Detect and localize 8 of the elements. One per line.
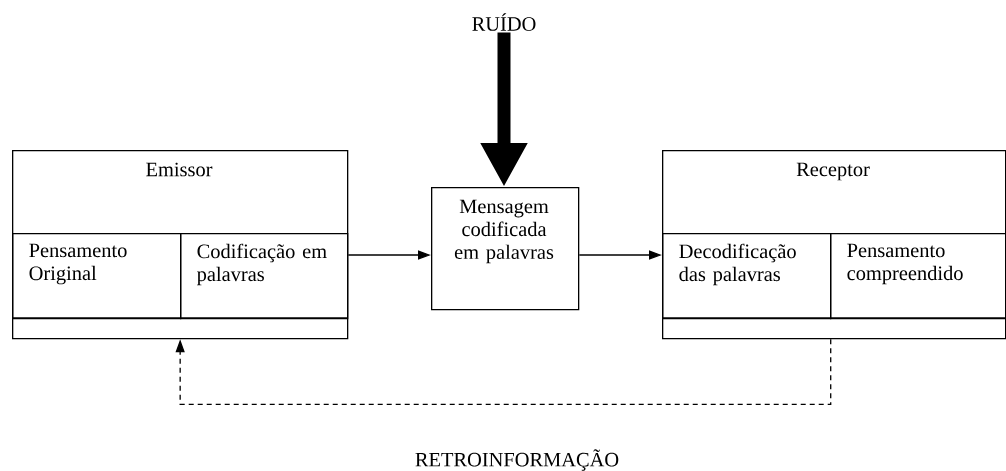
- feedback-label: RETROINFORMAÇÃO: [415, 449, 619, 471]
- message-box: Mensagem codificada em palavras: [431, 187, 580, 311]
- process-cell: Pensamento compreendido: [830, 233, 1006, 320]
- process-cell: Decodificação das palavras: [662, 233, 832, 320]
- arrow: [175, 338, 832, 405]
- process-cell: Codificação em palavras: [180, 233, 349, 320]
- noise-label: RUÍDO: [472, 13, 536, 31]
- process-cell: Pensamento Original: [12, 233, 182, 320]
